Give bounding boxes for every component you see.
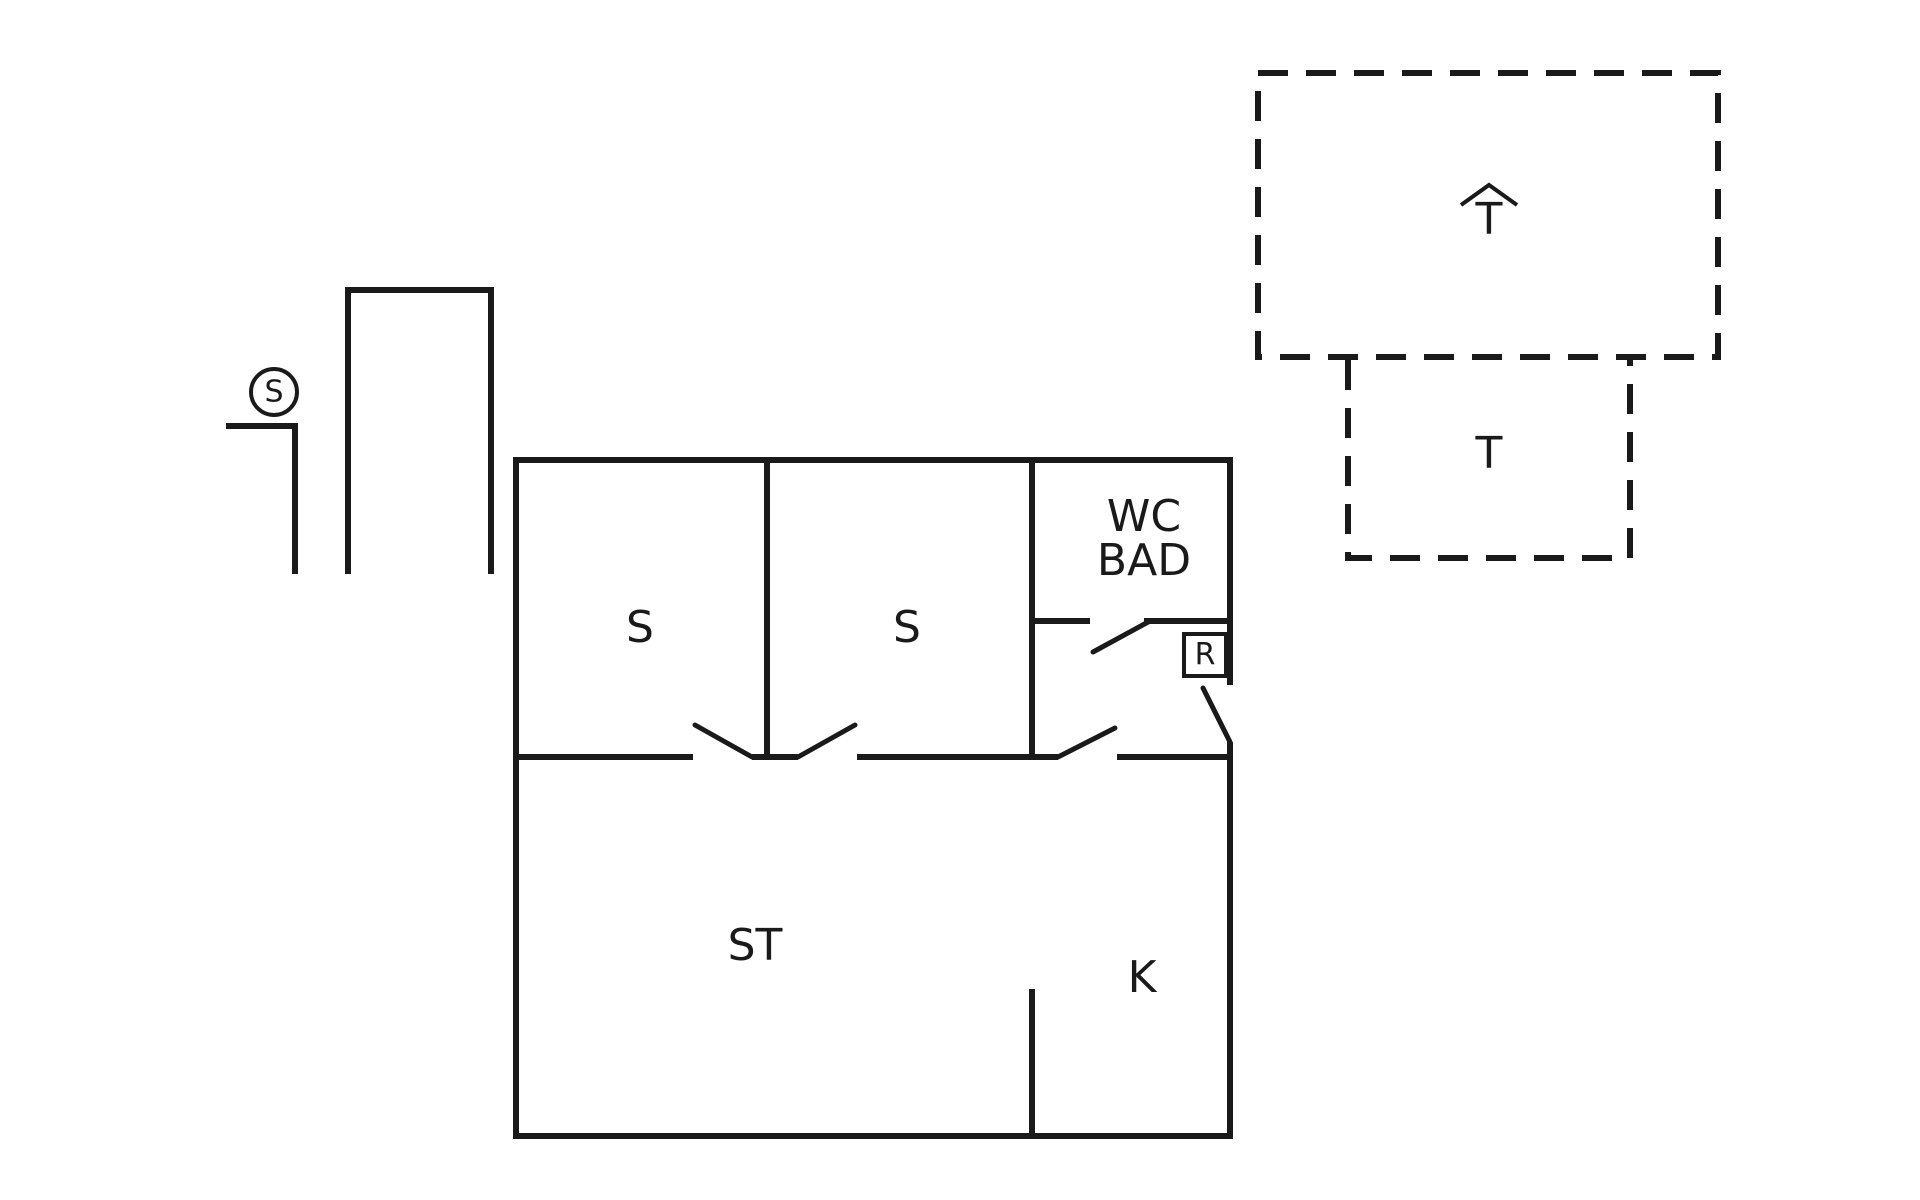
outdoor-label-terrace: T (1475, 428, 1503, 479)
roofed-terrace-outline (1255, 70, 1721, 360)
boiler-symbol-label: R (1195, 638, 1216, 673)
room-label-living: ST (728, 920, 783, 971)
door-bedroom-2 (795, 722, 858, 760)
external-structure-u (345, 287, 494, 574)
room-label-bedroom-1: S (626, 602, 654, 653)
door-hall (1055, 725, 1118, 760)
room-label-bedroom-2: S (893, 602, 921, 653)
circle-marker-label: S (264, 375, 283, 410)
circle-marker-icon (249, 367, 299, 417)
terrace-outline (1345, 360, 1633, 561)
room-label-wc: WC (1107, 491, 1181, 542)
door-entrance (1200, 685, 1233, 745)
room-label-bath: BAD (1097, 535, 1191, 586)
external-structure-left (226, 423, 298, 574)
roof-icon (1459, 182, 1519, 207)
room-label-kitchen: K (1128, 952, 1158, 1003)
boiler-symbol-box (1182, 632, 1228, 678)
house-outer-wall (513, 457, 1233, 1139)
door-bedroom-1 (692, 722, 755, 760)
outdoor-label-roofed-terrace: T (1475, 194, 1503, 245)
door-wc (1090, 618, 1153, 655)
